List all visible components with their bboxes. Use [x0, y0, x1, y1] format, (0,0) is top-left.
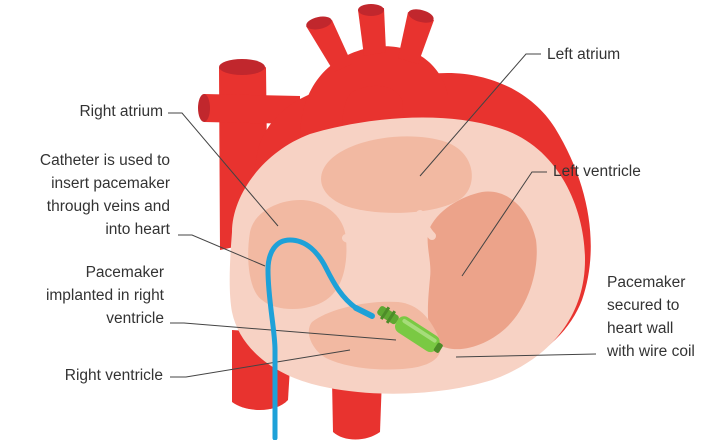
aortic-branch-2-opening [358, 4, 384, 16]
superior-vena-cava-opening [219, 59, 265, 75]
right-atrium-chamber [248, 200, 346, 309]
label-right-ventricle: Right ventricle [65, 364, 163, 387]
label-left-atrium: Left atrium [547, 43, 620, 66]
label-catheter: Catheter is used to insert pacemaker thr… [40, 149, 170, 241]
label-pacemaker-implanted: Pacemaker implanted in right ventricle [46, 261, 164, 330]
label-pacemaker-secured: Pacemaker secured to heart wall with wir… [607, 271, 695, 363]
left-pulmonary-opening [198, 94, 210, 122]
label-left-ventricle: Left ventricle [553, 160, 641, 183]
label-right-atrium: Right atrium [79, 100, 163, 123]
